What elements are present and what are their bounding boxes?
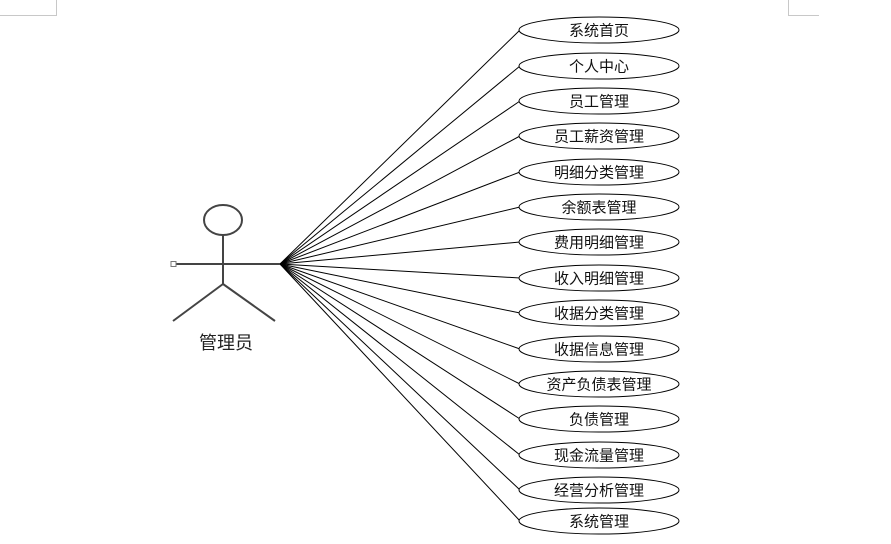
use-case-label: 员工薪资管理 bbox=[554, 128, 644, 146]
use-case-item[interactable]: 系统首页 bbox=[518, 16, 680, 44]
actor-admin[interactable]: 管理员 bbox=[170, 204, 280, 354]
use-case-ellipse bbox=[518, 158, 680, 186]
use-case-label: 明细分类管理 bbox=[554, 164, 644, 182]
association-line bbox=[279, 65, 521, 265]
association-line bbox=[279, 263, 521, 385]
use-case-item[interactable]: 经营分析管理 bbox=[518, 476, 680, 504]
association-line bbox=[279, 206, 521, 265]
use-case-ellipse bbox=[518, 228, 680, 256]
use-case-label: 个人中心 bbox=[569, 58, 629, 76]
association-line bbox=[279, 263, 521, 456]
use-case-ellipse bbox=[518, 476, 680, 504]
association-line bbox=[279, 263, 521, 420]
use-case-label: 收据信息管理 bbox=[554, 341, 644, 359]
use-case-ellipse bbox=[518, 370, 680, 398]
use-case-ellipse bbox=[518, 264, 680, 292]
actor-head bbox=[203, 204, 243, 236]
use-case-label: 余额表管理 bbox=[561, 199, 636, 217]
use-case-ellipse bbox=[518, 193, 680, 221]
use-case-label: 收据分类管理 bbox=[554, 305, 644, 323]
use-case-label: 员工管理 bbox=[569, 93, 629, 111]
use-case-label: 现金流量管理 bbox=[554, 447, 644, 465]
use-case-ellipse bbox=[518, 299, 680, 327]
use-case-ellipse bbox=[518, 335, 680, 363]
page-corner-top-left bbox=[0, 0, 57, 16]
use-case-label: 经营分析管理 bbox=[554, 482, 644, 500]
use-case-label: 系统首页 bbox=[569, 22, 629, 40]
page-corner-top-right bbox=[788, 0, 819, 16]
use-case-label: 资产负债表管理 bbox=[546, 376, 651, 394]
use-case-item[interactable]: 员工薪资管理 bbox=[518, 122, 680, 150]
association-line bbox=[279, 171, 521, 265]
association-line bbox=[279, 263, 521, 522]
use-case-item[interactable]: 负债管理 bbox=[518, 405, 680, 433]
use-case-item[interactable]: 收据信息管理 bbox=[518, 335, 680, 363]
association-line bbox=[279, 241, 521, 265]
use-case-ellipse bbox=[518, 122, 680, 150]
use-case-item[interactable]: 资产负债表管理 bbox=[518, 370, 680, 398]
association-line bbox=[279, 263, 521, 350]
use-case-ellipse bbox=[518, 441, 680, 469]
use-case-label: 系统管理 bbox=[569, 513, 629, 531]
use-case-item[interactable]: 现金流量管理 bbox=[518, 441, 680, 469]
use-case-ellipse bbox=[518, 16, 680, 44]
association-line bbox=[279, 135, 521, 265]
use-case-label: 收入明细管理 bbox=[554, 270, 644, 288]
use-case-label: 费用明细管理 bbox=[554, 234, 644, 252]
association-line bbox=[279, 29, 521, 265]
use-case-label: 负债管理 bbox=[569, 411, 629, 429]
use-case-item[interactable]: 收入明细管理 bbox=[518, 264, 680, 292]
association-line bbox=[279, 263, 521, 279]
actor-left-leg bbox=[172, 283, 224, 322]
use-case-list: 系统首页个人中心员工管理员工薪资管理明细分类管理余额表管理费用明细管理收入明细管… bbox=[518, 16, 680, 535]
use-case-item[interactable]: 个人中心 bbox=[518, 52, 680, 80]
association-line bbox=[279, 100, 521, 265]
use-case-item[interactable]: 系统管理 bbox=[518, 507, 680, 535]
association-lines bbox=[279, 29, 521, 522]
association-line bbox=[279, 263, 521, 314]
actor-right-leg bbox=[222, 283, 276, 322]
use-case-item[interactable]: 员工管理 bbox=[518, 87, 680, 115]
use-case-ellipse bbox=[518, 405, 680, 433]
use-case-ellipse bbox=[518, 507, 680, 535]
use-case-item[interactable]: 收据分类管理 bbox=[518, 299, 680, 327]
use-case-item[interactable]: 余额表管理 bbox=[518, 193, 680, 221]
use-case-ellipse bbox=[518, 52, 680, 80]
selection-handle-icon[interactable] bbox=[170, 261, 177, 267]
use-case-item[interactable]: 费用明细管理 bbox=[518, 228, 680, 256]
association-line bbox=[279, 263, 521, 491]
use-case-ellipse bbox=[518, 87, 680, 115]
actor-label: 管理员 bbox=[199, 333, 253, 354]
use-case-item[interactable]: 明细分类管理 bbox=[518, 158, 680, 186]
